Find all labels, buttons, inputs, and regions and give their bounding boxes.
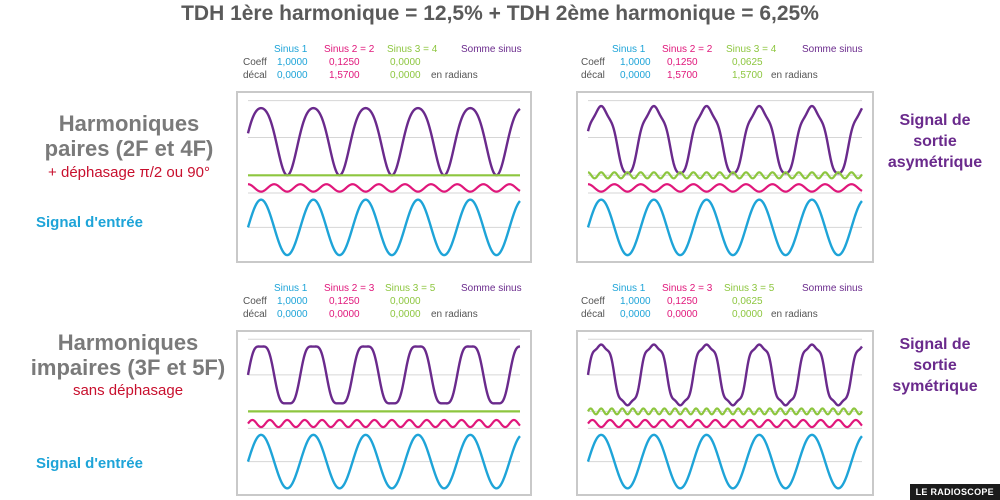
- input-signal-label-bottom: Signal d'entrée: [36, 455, 143, 472]
- sinus3-header: Sinus 3 = 5: [724, 283, 775, 294]
- odd-harmonics-title: Harmoniques impaires (3F et 5F): [10, 330, 246, 380]
- sum-signal-trace: [586, 104, 864, 175]
- sinus2-header: Sinus 2 = 2: [662, 44, 713, 55]
- coeff-sinus3: 0,0625: [732, 296, 763, 307]
- decal-sinus3: 0,0000: [732, 309, 763, 320]
- sum-header: Somme sinus: [802, 283, 863, 294]
- decal-sinus3: 1,5700: [732, 70, 763, 81]
- coeff-sinus1: 1,0000: [277, 57, 308, 68]
- decal-sinus2: 1,5700: [329, 70, 360, 81]
- waveform-graph: [586, 338, 863, 490]
- sinus2-trace: [247, 418, 521, 429]
- sinus1-header: Sinus 1: [274, 44, 308, 55]
- waveform-graph: [246, 100, 521, 257]
- coeff-sinus2: 0,1250: [667, 296, 698, 307]
- sinus1-header: Sinus 1: [274, 283, 308, 294]
- decal-sinus3: 0,0000: [390, 309, 421, 320]
- input-sinus1-trace: [246, 433, 521, 490]
- brand-logo: LE RADIOSCOPE: [909, 484, 1000, 500]
- even-title-line2: paires (2F et 4F): [44, 136, 214, 161]
- unit-label: en radians: [771, 70, 818, 81]
- waveform-panel-odd-input: [236, 330, 532, 496]
- decal-sinus1: 0,0000: [620, 70, 651, 81]
- sym-line1: Signal de: [899, 336, 971, 353]
- coeff-sinus1: 1,0000: [620, 57, 651, 68]
- decal-label: décal: [581, 309, 605, 320]
- even-harmonics-title: Harmoniques paires (2F et 4F): [14, 111, 244, 161]
- even-title-line1: Harmoniques: [58, 111, 200, 136]
- decal-sinus2: 0,0000: [329, 309, 360, 320]
- odd-title-line2: impaires (3F et 5F): [30, 355, 226, 380]
- sinus2-header: Sinus 2 = 3: [662, 283, 713, 294]
- asym-line2: sortie: [913, 133, 957, 150]
- odd-phase-note: sans déphasage: [72, 382, 184, 399]
- coeff-sinus2: 0,1250: [329, 57, 360, 68]
- decal-sinus2: 0,0000: [667, 309, 698, 320]
- sinus2-header: Sinus 2 = 3: [324, 283, 375, 294]
- decal-sinus3: 0,0000: [390, 70, 421, 81]
- symmetric-output-label: Signal de sortie symétrique: [880, 334, 990, 397]
- even-phase-note: + déphasage π/2 ou 90°: [48, 164, 210, 181]
- coeff-sinus2: 0,1250: [329, 296, 360, 307]
- sinus3-header: Sinus 3 = 4: [726, 44, 777, 55]
- sinus1-header: Sinus 1: [612, 44, 646, 55]
- sinus3-trace: [587, 171, 863, 180]
- sinus3-header: Sinus 3 = 5: [385, 283, 436, 294]
- unit-label: en radians: [431, 70, 478, 81]
- odd-title-line1: Harmoniques: [57, 330, 199, 355]
- input-sinus1-trace: [246, 198, 521, 257]
- sinus1-header: Sinus 1: [612, 283, 646, 294]
- decal-label: décal: [243, 309, 267, 320]
- coeff-label: Coeff: [581, 296, 605, 307]
- coeff-label: Coeff: [243, 57, 267, 68]
- waveform-panel-even-input: [236, 91, 532, 263]
- unit-label: en radians: [431, 309, 478, 320]
- sinus2-header: Sinus 2 = 2: [324, 44, 375, 55]
- coeff-sinus2: 0,1250: [667, 57, 698, 68]
- asym-line1: Signal de: [899, 112, 971, 129]
- sinus3-header: Sinus 3 = 4: [387, 44, 438, 55]
- coeff-sinus1: 1,0000: [620, 296, 651, 307]
- waveform-graph: [246, 338, 521, 490]
- asym-line3: asymétrique: [887, 154, 983, 171]
- waveform-panel-odd-output: [576, 330, 874, 496]
- input-signal-label-top: Signal d'entrée: [36, 214, 143, 231]
- coeff-sinus3: 0,0000: [390, 57, 421, 68]
- sinus2-trace: [587, 183, 863, 193]
- coeff-sinus3: 0,0000: [390, 296, 421, 307]
- sum-header: Somme sinus: [461, 283, 522, 294]
- decal-sinus1: 0,0000: [277, 70, 308, 81]
- main-title: TDH 1ère harmonique = 12,5% + TDH 2ème h…: [181, 2, 819, 25]
- sum-signal-trace: [246, 345, 521, 405]
- input-sinus1-trace: [586, 198, 863, 257]
- coeff-label: Coeff: [581, 57, 605, 68]
- decal-label: décal: [581, 70, 605, 81]
- waveform-graph: [586, 100, 864, 257]
- sum-signal-trace: [246, 106, 521, 177]
- decal-label: décal: [243, 70, 267, 81]
- sum-header: Somme sinus: [461, 44, 522, 55]
- sym-line2: sortie: [913, 357, 957, 374]
- sinus2-trace: [247, 183, 521, 193]
- sinus2-trace: [587, 418, 863, 429]
- sym-line3: symétrique: [892, 378, 978, 395]
- decal-sinus1: 0,0000: [620, 309, 651, 320]
- asymmetric-output-label: Signal de sortie asymétrique: [880, 110, 990, 173]
- input-sinus1-trace: [586, 433, 863, 490]
- sinus3-trace: [587, 407, 863, 416]
- waveform-panel-even-output: [576, 91, 874, 263]
- decal-sinus2: 1,5700: [667, 70, 698, 81]
- sum-header: Somme sinus: [802, 44, 863, 55]
- coeff-sinus3: 0,0625: [732, 57, 763, 68]
- coeff-sinus1: 1,0000: [277, 296, 308, 307]
- unit-label: en radians: [771, 309, 818, 320]
- coeff-label: Coeff: [243, 296, 267, 307]
- sum-signal-trace: [586, 343, 863, 407]
- decal-sinus1: 0,0000: [277, 309, 308, 320]
